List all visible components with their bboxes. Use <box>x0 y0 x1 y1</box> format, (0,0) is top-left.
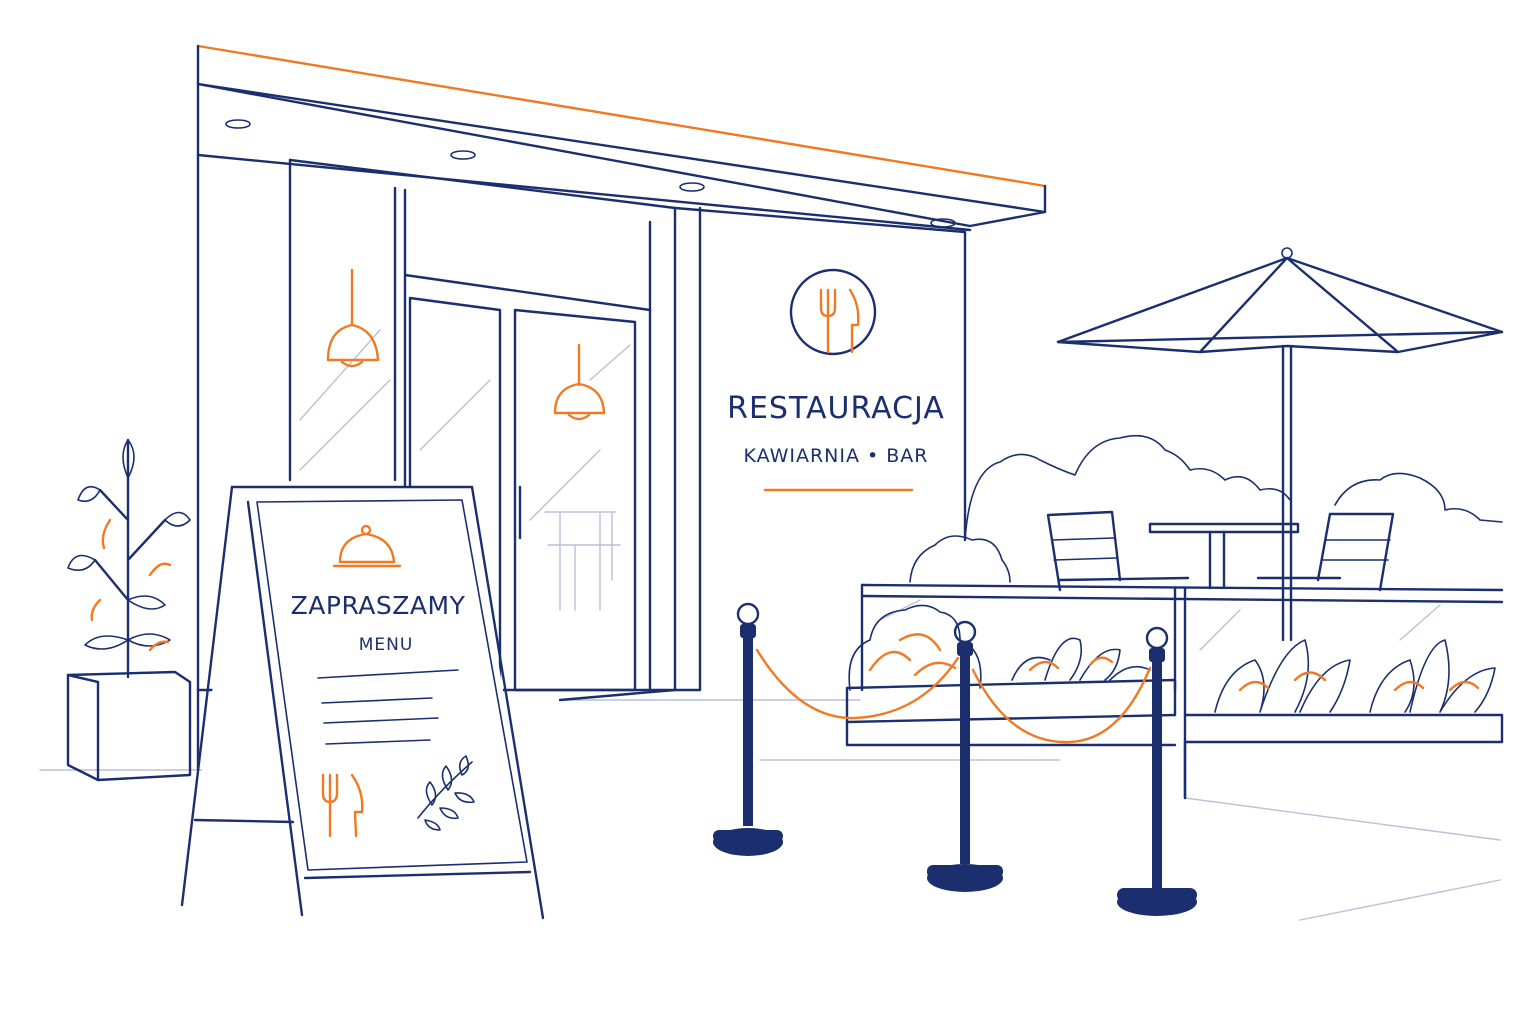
restaurant-sign: RESTAURACJA KAWIARNIA • BAR <box>727 268 945 492</box>
olive-branch-icon <box>417 755 475 831</box>
pendant-lamp-2 <box>553 343 606 421</box>
restaurant-subtitle: KAWIARNIA • BAR <box>743 445 928 467</box>
ground <box>39 699 1501 921</box>
restaurant-title: RESTAURACJA <box>727 391 945 426</box>
fork-knife-icon <box>321 773 364 838</box>
patio-chair-left <box>1046 510 1190 592</box>
menu-board-title: ZAPRASZAMY <box>291 591 466 620</box>
potted-plant <box>66 438 192 782</box>
patio-chair-right <box>1256 512 1395 592</box>
stanchion-3 <box>1117 626 1197 916</box>
fork-knife-icon <box>819 288 860 354</box>
background-bushes <box>909 434 1503 583</box>
cloche-icon <box>332 524 402 568</box>
terrace-railing <box>845 583 1504 800</box>
rope-barrier <box>713 602 1197 916</box>
patio-umbrella <box>1056 247 1504 642</box>
menu-board: ZAPRASZAMY MENU <box>180 485 545 920</box>
sign-emblem <box>789 268 877 356</box>
stanchion-2 <box>927 620 1003 892</box>
stanchion-1 <box>713 602 783 856</box>
pendant-lamp-1 <box>326 268 380 368</box>
patio-table <box>1148 522 1300 590</box>
menu-lines <box>317 669 459 745</box>
terrace-shrubs <box>848 604 1496 713</box>
menu-board-subtitle: MENU <box>359 635 414 655</box>
